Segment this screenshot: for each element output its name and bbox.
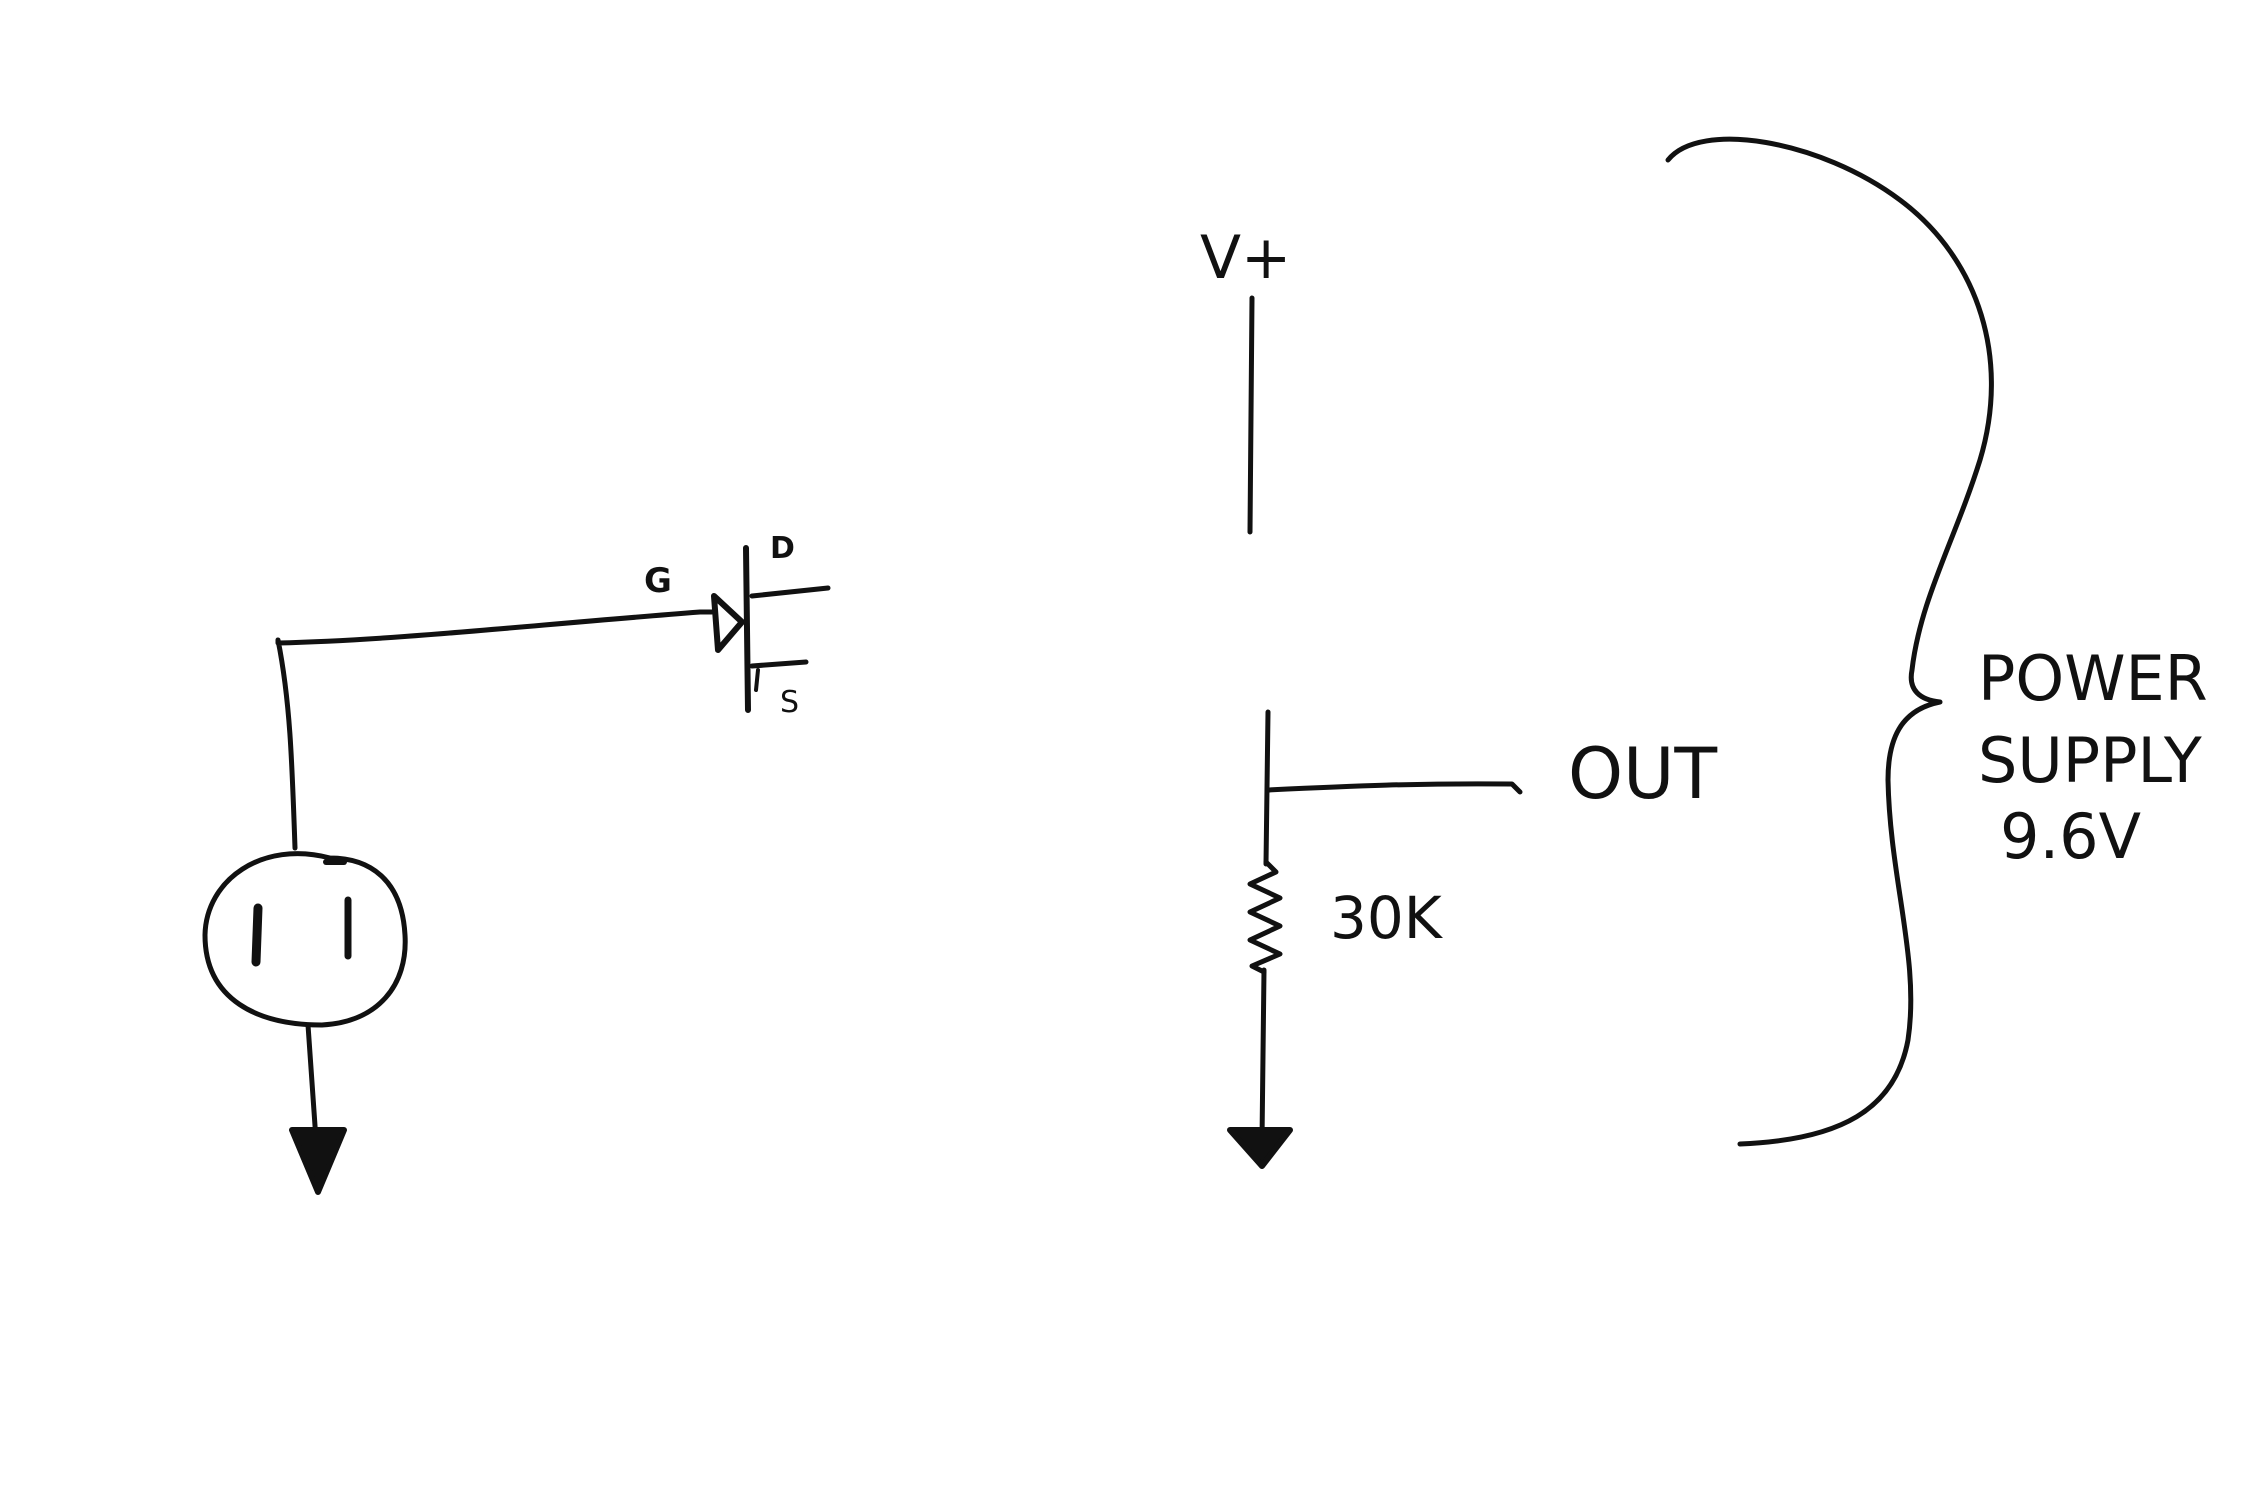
resistor-label: 30K	[1330, 884, 1444, 952]
gate-wire	[275, 609, 715, 851]
curly-brace-icon	[1665, 136, 1994, 1147]
ground-icon	[289, 1127, 347, 1195]
outlet-ground-wire	[305, 1022, 319, 1143]
vplus-label: V+	[1200, 223, 1291, 293]
annotation-line-3: 9.6V	[2000, 800, 2141, 873]
out-label: OUT	[1568, 733, 1717, 815]
gate-label: G	[644, 561, 672, 601]
ground-icon	[1227, 1127, 1293, 1169]
ac-outlet-icon	[202, 851, 408, 1028]
annotation-line-2: SUPPLY	[1978, 724, 2202, 797]
power-supply-annotation: POWER SUPPLY 9.6V	[1978, 642, 2208, 873]
mosfet-symbol: G D S	[644, 531, 831, 720]
annotation-line-1: POWER	[1978, 642, 2208, 715]
source-label: S	[780, 685, 799, 720]
resistor-icon	[1247, 859, 1283, 975]
drain-label: D	[770, 531, 795, 566]
out-wire	[1265, 781, 1523, 795]
resistor-bottom-wire	[1259, 967, 1267, 1143]
supply-circuit: V+ OUT 30K	[1200, 223, 1717, 1143]
vplus-wire	[1247, 295, 1255, 535]
